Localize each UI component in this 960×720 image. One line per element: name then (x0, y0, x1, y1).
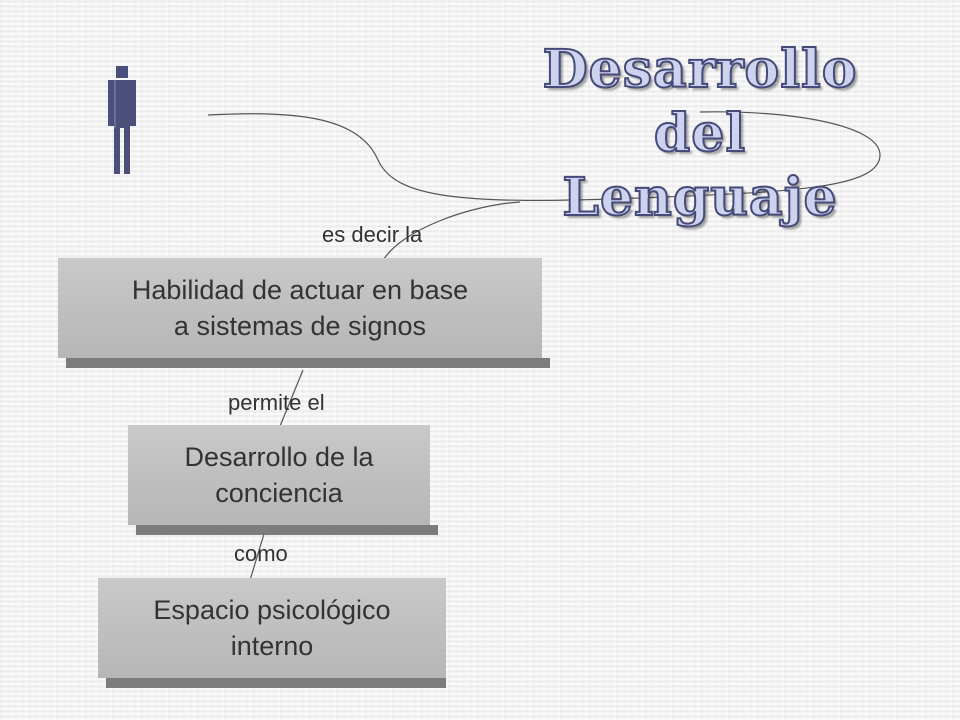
box-shadow (66, 358, 550, 368)
concept-line: Desarrollo de la (184, 442, 374, 472)
concept-box-espacio: Espacio psicológico interno (98, 578, 446, 688)
box-shadow (136, 525, 438, 535)
box-shadow (106, 678, 446, 688)
person-icon (108, 66, 136, 174)
link-label-permite: permite el (228, 390, 325, 415)
link-label-como: como (234, 541, 288, 566)
concept-line: interno (230, 631, 314, 661)
concept-line: Espacio psicológico (153, 595, 391, 625)
concept-text-espacio: Espacio psicológico interno (153, 592, 390, 664)
concept-text-conciencia: Desarrollo de la conciencia (184, 439, 373, 511)
concept-text-habilidad: Habilidad de actuar en base a sistemas d… (132, 272, 468, 344)
connector-person-to-title (207, 111, 881, 201)
title-line-2: Lenguaje (561, 166, 838, 229)
connector-title-to-habilidad (381, 201, 521, 263)
page-title: Desarrollo del Lenguaje (530, 38, 870, 230)
title-line-1: Desarrollo del (542, 38, 858, 165)
concept-line: a sistemas de signos (173, 311, 427, 341)
concept-box-habilidad: Habilidad de actuar en base a sistemas d… (58, 258, 550, 368)
concept-box-conciencia: Desarrollo de la conciencia (128, 425, 438, 535)
link-label-es-decir: es decir la (322, 222, 423, 247)
concept-line: conciencia (215, 478, 343, 508)
concept-line: Habilidad de actuar en base (131, 275, 469, 305)
